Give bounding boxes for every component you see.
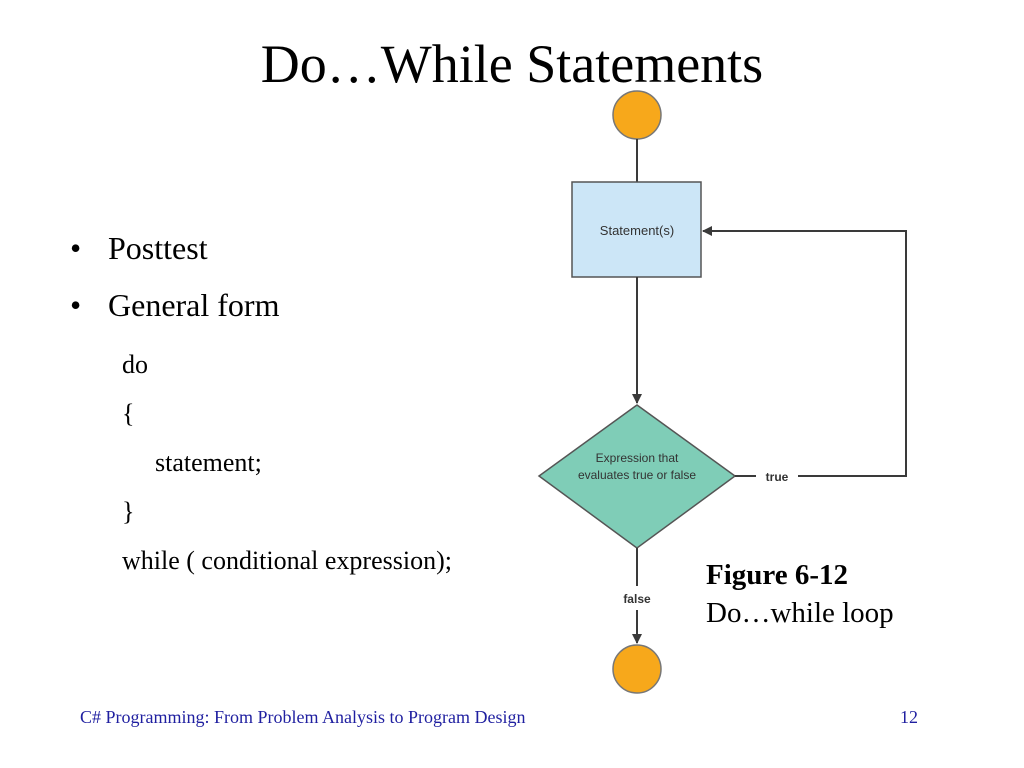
bullet-dot: • — [70, 287, 82, 323]
false-label: false — [623, 592, 651, 606]
true-loop-arrow — [702, 226, 907, 477]
condition-label-line2: evaluates true or false — [578, 468, 696, 482]
code-line: statement; — [155, 448, 262, 477]
figure-caption: Figure 6-12 Do…while loop — [706, 556, 894, 632]
start-terminal — [612, 90, 662, 140]
code-line: } — [122, 497, 135, 526]
statement-box-label: Statement(s) — [600, 223, 674, 238]
figure-number: Figure 6-12 — [706, 559, 849, 591]
slide-number: 12 — [900, 707, 918, 727]
bullet-item: • General form — [70, 283, 279, 327]
bullet-text: General form — [108, 287, 280, 323]
end-terminal — [612, 644, 662, 694]
bullet-list: • Posttest • General form — [70, 226, 279, 340]
code-line: while ( conditional expression); — [122, 546, 452, 575]
true-label: true — [766, 470, 789, 484]
code-block: do { statement; } while ( conditional ex… — [122, 340, 452, 585]
condition-label-line1: Expression that — [596, 451, 679, 465]
figure-description: Do…while loop — [706, 597, 894, 629]
bullet-text: Posttest — [108, 230, 208, 266]
code-line: { — [122, 399, 135, 428]
bullet-dot: • — [70, 230, 82, 266]
code-line: do — [122, 350, 148, 379]
slide-title: Do…While Statements — [260, 34, 764, 94]
footer-course-title: C# Programming: From Problem Analysis to… — [80, 707, 526, 727]
bullet-item: • Posttest — [70, 226, 279, 270]
